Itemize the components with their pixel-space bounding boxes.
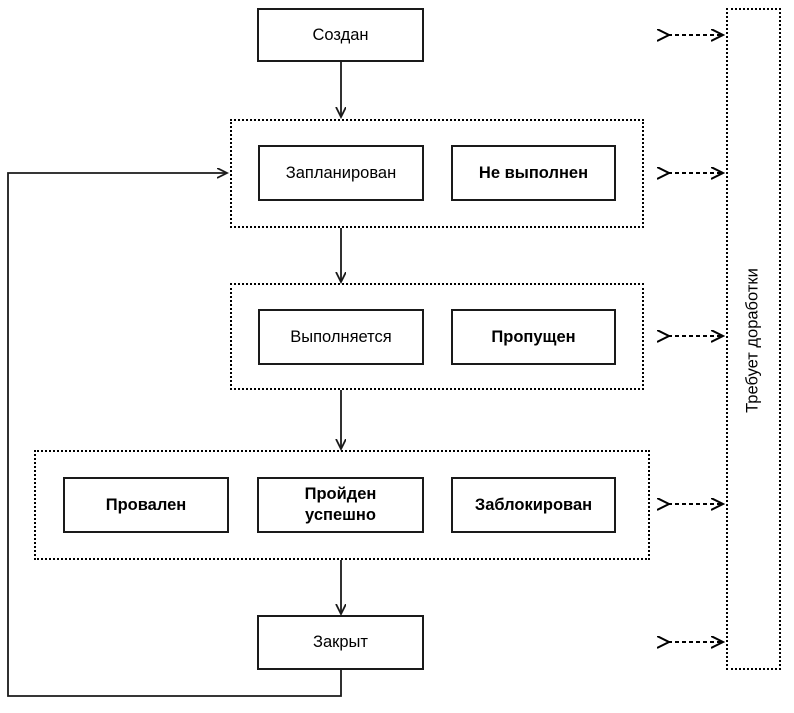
rework-panel-label: Требует доработки <box>743 268 762 413</box>
state-label-in-progress: Выполняется <box>290 327 392 346</box>
group-planned-stage <box>230 119 644 228</box>
state-box-passed[interactable]: Пройден успешно <box>257 477 424 533</box>
state-label-not-executed: Не выполнен <box>478 163 589 182</box>
state-box-not-executed[interactable]: Не выполнен <box>451 145 616 201</box>
group-execution-stage <box>230 283 644 390</box>
state-label-failed: Провален <box>105 495 187 514</box>
state-box-closed[interactable]: Закрыт <box>257 615 424 670</box>
state-box-planned[interactable]: Запланирован <box>258 145 424 201</box>
state-box-blocked[interactable]: Заблокирован <box>451 477 616 533</box>
state-box-failed[interactable]: Провален <box>63 477 229 533</box>
state-box-skipped[interactable]: Пропущен <box>451 309 616 365</box>
state-label-created: Создан <box>312 25 369 44</box>
state-label-passed-line1: Пройден <box>304 485 377 504</box>
state-label-skipped: Пропущен <box>491 327 576 346</box>
state-box-created[interactable]: Создан <box>257 8 424 62</box>
state-label-passed-line2: успешно <box>305 506 376 524</box>
state-box-in-progress[interactable]: Выполняется <box>258 309 424 365</box>
state-label-closed: Закрыт <box>313 633 368 652</box>
state-label-planned: Запланирован <box>285 163 397 182</box>
group-result-stage <box>34 450 650 560</box>
state-label-blocked: Заблокирован <box>474 495 593 514</box>
rework-panel[interactable] <box>726 8 781 670</box>
